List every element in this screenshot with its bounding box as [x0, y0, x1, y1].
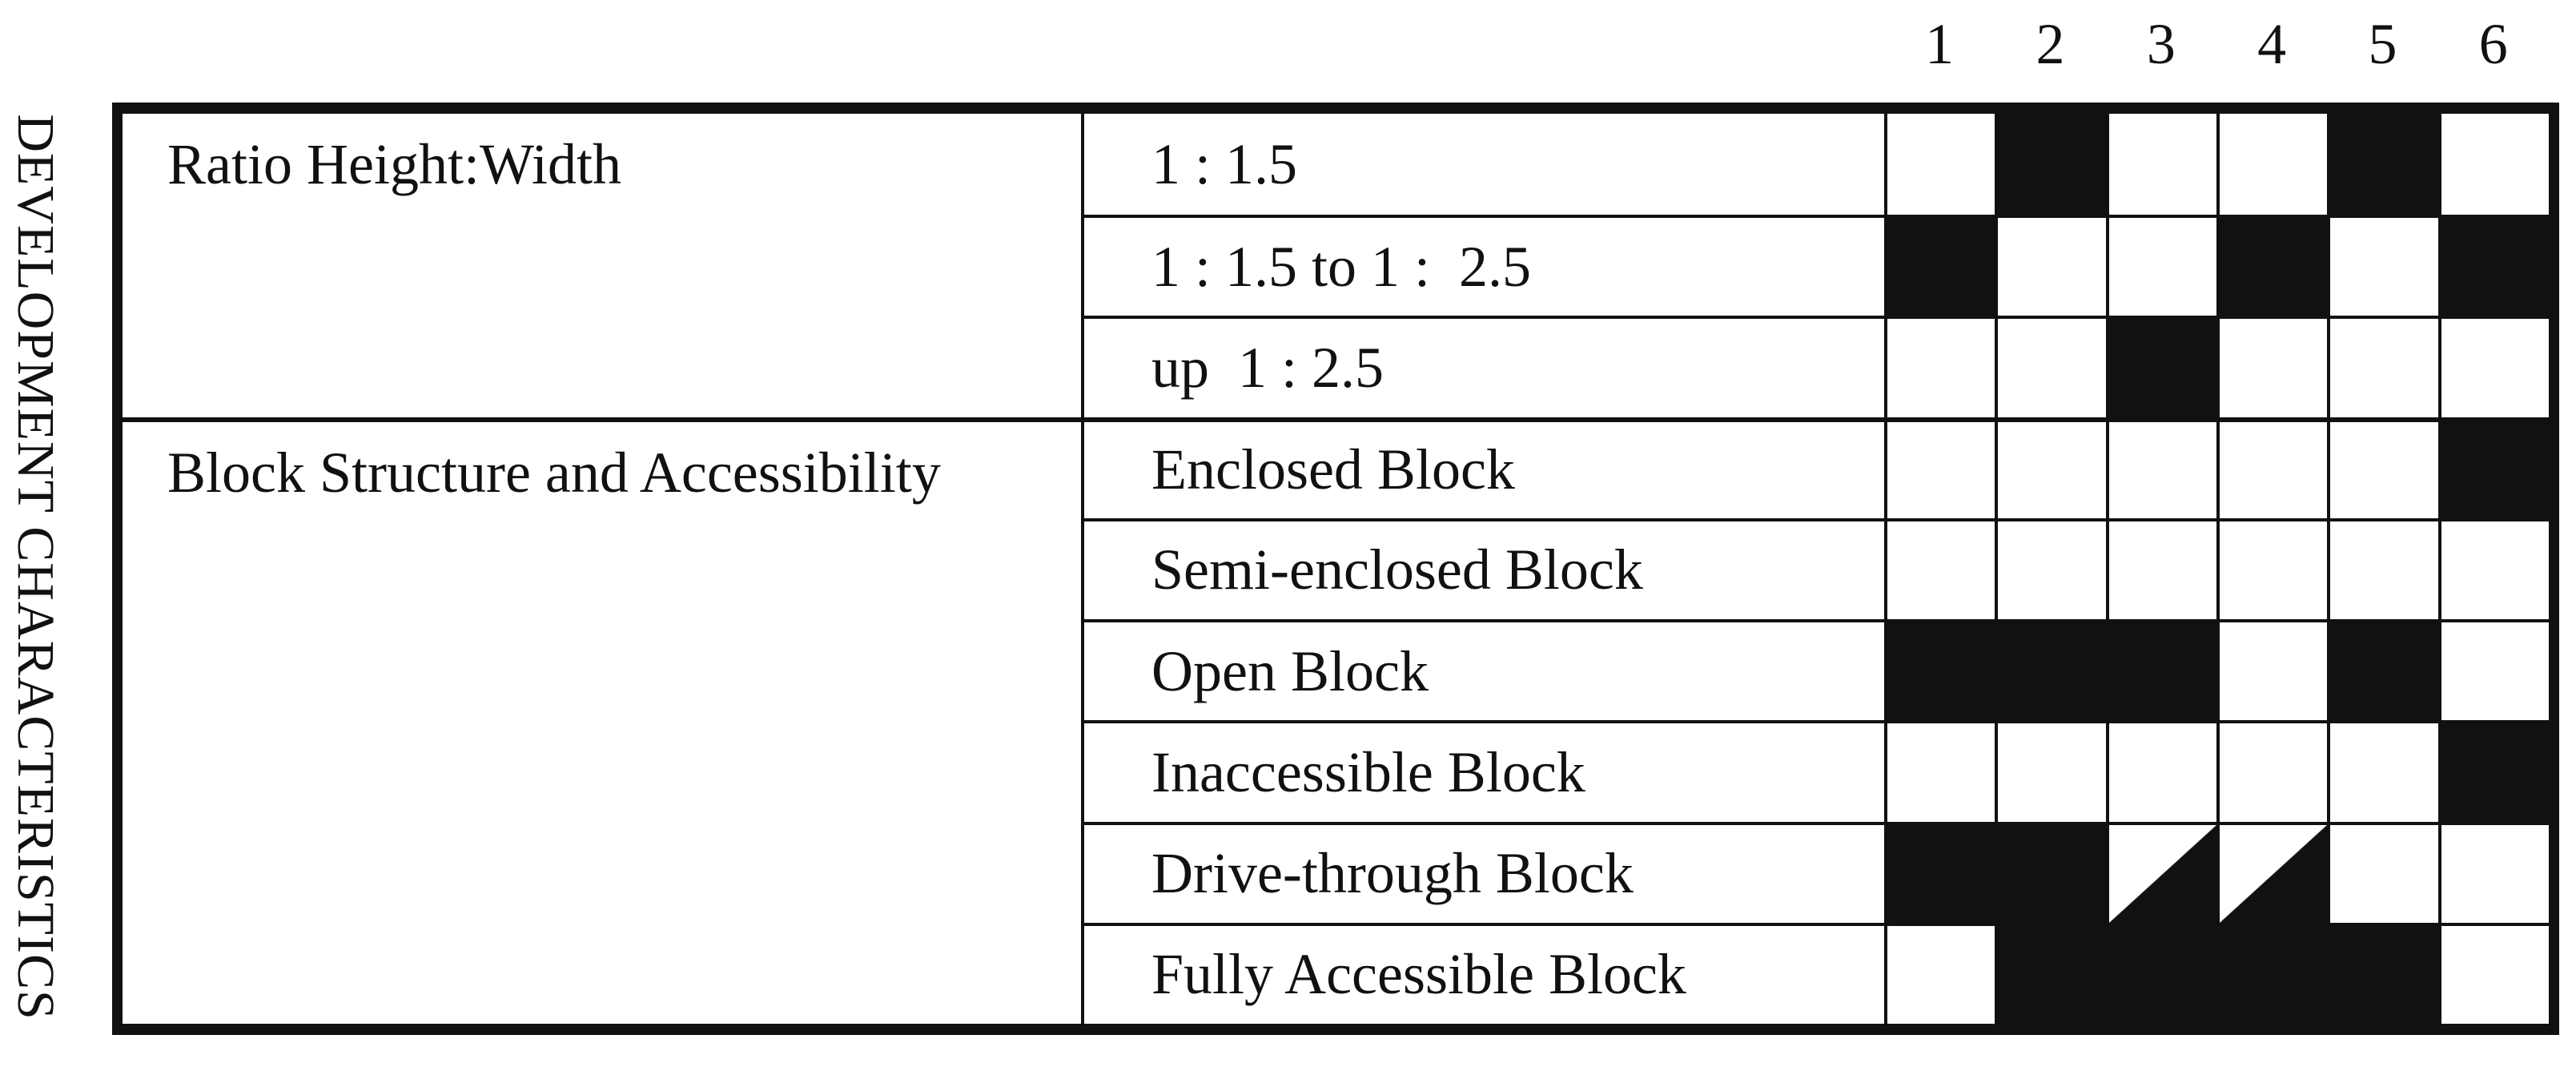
row-label-cell: Enclosed Block — [1081, 417, 1884, 518]
matrix-cell-filled — [2437, 720, 2549, 822]
y-axis-label-text: DEVELOPMENT CHARACTERISTICS — [6, 114, 65, 1021]
matrix-cell-filled — [1884, 821, 1995, 923]
matrix-cell-empty — [1995, 517, 2106, 620]
row-label: up 1 : 2.5 — [1151, 336, 1384, 401]
matrix-cell-empty — [1995, 720, 2106, 822]
matrix-cell-half-filled — [2216, 821, 2328, 923]
matrix-cell-filled — [2216, 922, 2328, 1024]
matrix-cell-filled — [2327, 619, 2438, 721]
row-label-cell: 1 : 1.5 — [1081, 114, 1884, 215]
matrix-cell-filled — [2105, 619, 2216, 721]
matrix-cell-filled — [2105, 922, 2216, 1024]
row-label: 1 : 1.5 to 1 : 2.5 — [1151, 234, 1532, 299]
matrix-cell-empty — [2216, 316, 2328, 417]
group-label: Ratio Height:Width — [123, 114, 1081, 417]
matrix-cell-empty — [2105, 720, 2216, 822]
row-label-cell: Semi-enclosed Block — [1081, 517, 1884, 620]
matrix-cell-empty — [2327, 215, 2438, 316]
matrix-cell-empty — [2437, 922, 2549, 1024]
matrix-cell-empty — [1884, 114, 1995, 215]
matrix-cell-empty — [2216, 619, 2328, 721]
matrix-cell-half-filled — [2105, 821, 2216, 923]
column-header: 6 — [2478, 12, 2508, 76]
matrix-cell-empty — [2105, 215, 2216, 316]
matrix-cell-filled — [1995, 821, 2106, 923]
matrix-cell-empty — [1884, 417, 1995, 518]
column-header: 5 — [2368, 12, 2397, 76]
matrix-cell-filled — [2105, 316, 2216, 417]
matrix-cell-filled — [1884, 215, 1995, 316]
matrix-cell-filled — [1995, 619, 2106, 721]
matrix-cell-filled — [1995, 922, 2106, 1024]
matrix-cell-empty — [2437, 821, 2549, 923]
row-label-cell: Inaccessible Block — [1081, 720, 1884, 822]
row-label: Fully Accessible Block — [1151, 942, 1686, 1007]
matrix-cell-empty — [2327, 821, 2438, 923]
matrix-cell-empty — [1884, 316, 1995, 417]
row-label: 1 : 1.5 — [1151, 131, 1298, 196]
matrix-cell-empty — [2437, 517, 2549, 620]
matrix-cell-filled — [2216, 215, 2328, 316]
matrix-cell-filled — [2327, 114, 2438, 215]
matrix-cell-empty — [1995, 417, 2106, 518]
matrix-cell-empty — [2216, 720, 2328, 822]
column-header: 2 — [2035, 12, 2065, 76]
column-headers: 1 2 3 4 5 6 — [1884, 11, 2549, 77]
row-label-cell: 1 : 1.5 to 1 : 2.5 — [1081, 215, 1884, 316]
matrix-cell-filled — [2327, 922, 2438, 1024]
matrix-cell-empty — [2327, 720, 2438, 822]
column-header: 1 — [1925, 12, 1955, 76]
row-label: Inaccessible Block — [1151, 739, 1585, 804]
matrix-cell-filled — [1995, 114, 2106, 215]
row-label: Drive-through Block — [1151, 841, 1634, 906]
matrix-cell-empty — [1995, 215, 2106, 316]
matrix-cell-empty — [2437, 114, 2549, 215]
matrix-cell-filled — [2437, 215, 2549, 316]
matrix-cell-empty — [1995, 316, 2106, 417]
row-label: Open Block — [1151, 638, 1429, 703]
matrix-cell-empty — [2216, 517, 2328, 620]
matrix-cell-empty — [2327, 417, 2438, 518]
matrix-cell-empty — [2437, 619, 2549, 721]
row-label-cell: Drive-through Block — [1081, 821, 1884, 923]
row-label-cell: Fully Accessible Block — [1081, 922, 1884, 1024]
column-header: 3 — [2146, 12, 2176, 76]
matrix-cell-empty — [1884, 720, 1995, 822]
matrix-cell-empty — [1884, 922, 1995, 1024]
matrix-cell-empty — [2105, 114, 2216, 215]
matrix-cell-empty — [2105, 417, 2216, 518]
row-label-cell: Open Block — [1081, 619, 1884, 721]
row-label-cell: up 1 : 2.5 — [1081, 316, 1884, 417]
matrix-cell-empty — [1884, 517, 1995, 620]
matrix-cell-empty — [2216, 417, 2328, 518]
group-label: Block Structure and Accessibility — [123, 417, 1081, 1024]
column-header: 4 — [2257, 12, 2287, 76]
matrix-cell-filled — [1884, 619, 1995, 721]
matrix-cell-filled — [2437, 417, 2549, 518]
matrix-cell-empty — [2105, 517, 2216, 620]
matrix-cell-empty — [2216, 114, 2328, 215]
matrix-cell-empty — [2327, 517, 2438, 620]
matrix-table: Ratio Height:Width 1 : 1.5 1 : 1.5 to 1 : … — [112, 103, 2559, 1035]
y-axis-label: DEVELOPMENT CHARACTERISTICS — [0, 101, 72, 1033]
row-label: Enclosed Block — [1151, 437, 1515, 502]
matrix-cell-empty — [2437, 316, 2549, 417]
matrix-cell-empty — [2327, 316, 2438, 417]
row-label: Semi-enclosed Block — [1151, 538, 1643, 602]
